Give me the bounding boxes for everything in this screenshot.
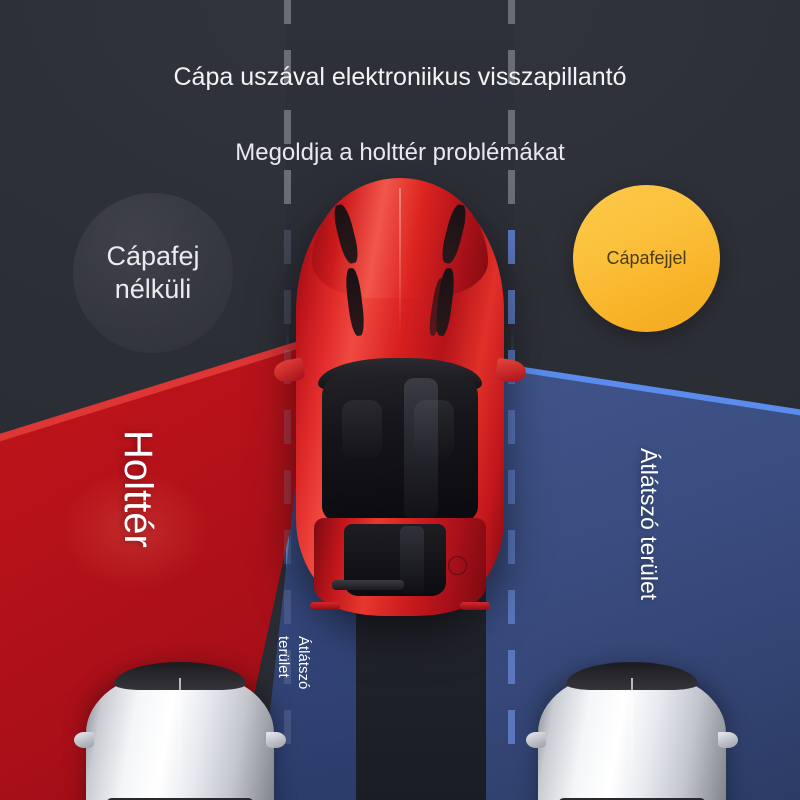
lane-dash-segment — [284, 170, 291, 204]
taillight-right — [460, 602, 490, 610]
lane-dash-segment — [508, 170, 515, 204]
adjacent-car-crease — [179, 678, 181, 796]
lane-dash-segment — [284, 50, 291, 84]
adjacent-car-mirror-right — [266, 732, 286, 748]
badge-without-shark-fin-line2: nélküli — [114, 274, 192, 304]
main-car-seat — [342, 400, 382, 458]
lane-dash-segment — [284, 650, 291, 684]
adjacent-car-left — [74, 662, 286, 800]
lane-dash-segment — [508, 530, 515, 564]
badge-without-shark-fin: Cápafej nélküli — [73, 193, 233, 353]
lane-dash-segment — [508, 0, 515, 24]
adjacent-car-crease — [631, 678, 633, 796]
lane-dash-segment — [284, 410, 291, 444]
main-car-rear-sheen — [400, 526, 424, 594]
visible-zone-left-label: Átlátszó terület — [273, 636, 314, 766]
lane-dash-segment — [284, 530, 291, 564]
page-title: Cápa uszával elektroniikus visszapillant… — [173, 63, 627, 91]
lane-dash-segment — [284, 290, 291, 324]
badge-with-shark-fin-label: Cápafejjel — [606, 248, 687, 268]
lane-dash-segment — [284, 110, 291, 144]
main-car-spoiler — [332, 580, 404, 590]
blind-spot-zone-label: Holttér — [116, 430, 160, 548]
lane-dash-segment — [284, 710, 291, 744]
adjacent-car-wiper — [558, 798, 706, 800]
lane-dash-segment — [508, 590, 515, 624]
badge-with-shark-fin: Cápafejjel — [573, 185, 720, 332]
adjacent-car-mirror-right — [718, 732, 738, 748]
visible-zone-right-label: Átlátszó terület — [636, 448, 662, 601]
lane-dash-segment — [508, 650, 515, 684]
lane-dash-segment — [508, 50, 515, 84]
taillight-left — [310, 602, 340, 610]
fuel-cap-icon — [448, 556, 467, 575]
lane-dash-segment — [508, 710, 515, 744]
adjacent-car-right — [526, 662, 738, 800]
lane-dash-segment — [284, 590, 291, 624]
page-subtitle: Megoldja a holttér problémákat — [235, 139, 565, 166]
lane-dash-segment — [284, 230, 291, 264]
adjacent-car-wiper — [106, 798, 254, 800]
main-car-roof-sheen — [404, 378, 438, 520]
lane-dash-segment — [508, 230, 515, 264]
lane-dash-segment — [508, 470, 515, 504]
lane-dash-segment — [284, 0, 291, 24]
lane-dash-segment — [508, 410, 515, 444]
visible-zone-left-label-line2: terület — [274, 636, 292, 678]
main-car-seat — [414, 400, 454, 458]
main-car-hood-crease — [399, 188, 401, 338]
adjacent-car-mirror-left — [526, 732, 546, 748]
lane-dash-line-left — [284, 0, 291, 790]
visible-zone-left-label-line1: Átlátszó — [295, 636, 312, 690]
lane-dash-segment — [508, 110, 515, 144]
lane-dash-line-right — [508, 0, 515, 790]
adjacent-car-mirror-left — [74, 732, 94, 748]
lane-dash-segment — [508, 290, 515, 324]
main-car — [272, 178, 528, 616]
badge-without-shark-fin-label: Cápafej nélküli — [106, 240, 199, 306]
main-car-roof-glass — [322, 374, 478, 522]
badge-without-shark-fin-line1: Cápafej — [106, 241, 200, 272]
lane-dash-segment — [284, 470, 291, 504]
